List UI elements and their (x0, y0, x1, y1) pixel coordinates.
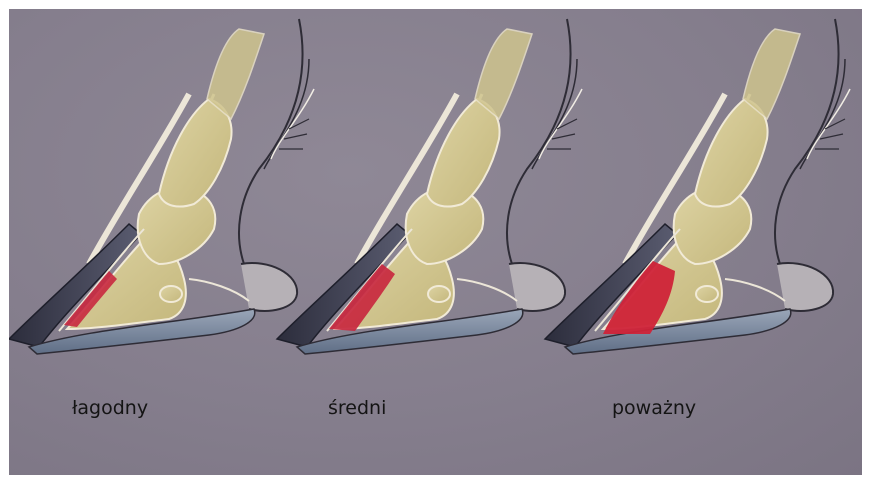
stage-label-severe: poważny (612, 397, 696, 419)
hoof-diagram-moderate (277, 19, 582, 354)
hoof-diagram-mild (9, 19, 314, 354)
stage-label-mild: łagodny (72, 397, 148, 419)
hoof-diagram-severe (545, 19, 850, 354)
stage-label-moderate: średni (328, 397, 386, 419)
hoof-illustration-panel: łagodny średni poważny (9, 9, 862, 475)
